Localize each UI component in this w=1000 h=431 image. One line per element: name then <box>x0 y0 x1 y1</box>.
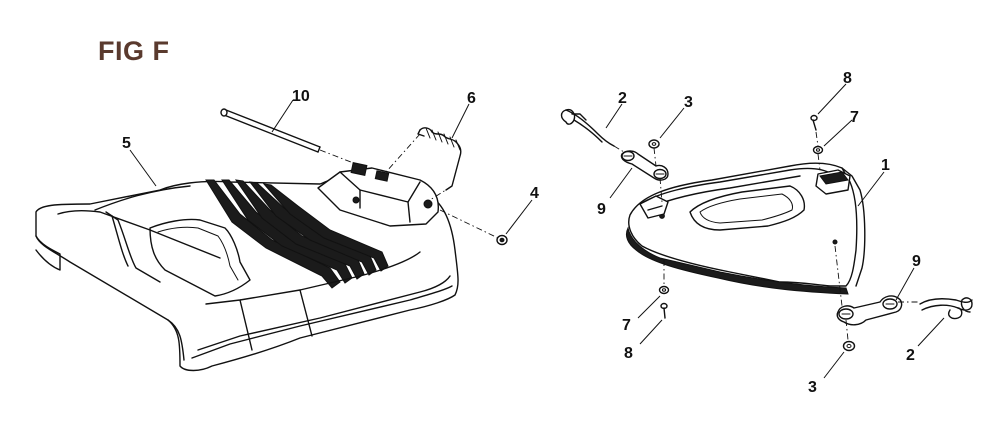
callout-9-left: 9 <box>597 201 606 218</box>
washer-part-7-top <box>812 145 824 171</box>
callout-1: 1 <box>881 157 890 174</box>
figure-title: FIG F <box>98 36 170 66</box>
spring-clip-part-2-top <box>560 108 615 147</box>
callout-3-bottom: 3 <box>808 379 817 396</box>
seat-part-5 <box>35 162 459 372</box>
callout-6: 6 <box>467 90 476 107</box>
right-callouts: 2 3 8 7 1 9 9 7 8 2 3 <box>597 70 945 396</box>
callout-5: 5 <box>122 135 131 152</box>
callout-2-top: 2 <box>618 90 627 107</box>
pivot-rod-part-10 <box>220 108 357 165</box>
washer-part-3-top <box>648 139 660 167</box>
callout-10: 10 <box>292 88 310 105</box>
callout-7-top: 7 <box>850 109 859 126</box>
nut-part-4 <box>439 209 508 246</box>
spring-clip-part-2-bottom <box>919 297 973 320</box>
screw-part-8-top <box>810 114 819 147</box>
callout-8-top: 8 <box>843 70 852 87</box>
callout-9-right: 9 <box>912 253 921 270</box>
screw-part-8-bottom <box>660 302 668 319</box>
callout-3-top: 3 <box>684 94 693 111</box>
link-part-9-bottom <box>834 245 918 326</box>
callout-7-bottom: 7 <box>622 317 631 334</box>
callout-2-bottom: 2 <box>906 347 915 364</box>
callout-8-bottom: 8 <box>624 345 633 362</box>
link-part-9-top <box>613 145 669 203</box>
washer-part-7-bottom <box>658 260 670 295</box>
seat-pan-part-1 <box>625 162 866 295</box>
washer-part-3-bottom <box>842 319 856 352</box>
callout-4: 4 <box>530 185 539 202</box>
spring-part-6 <box>385 127 462 201</box>
left-callouts: 10 6 5 4 <box>122 88 539 235</box>
